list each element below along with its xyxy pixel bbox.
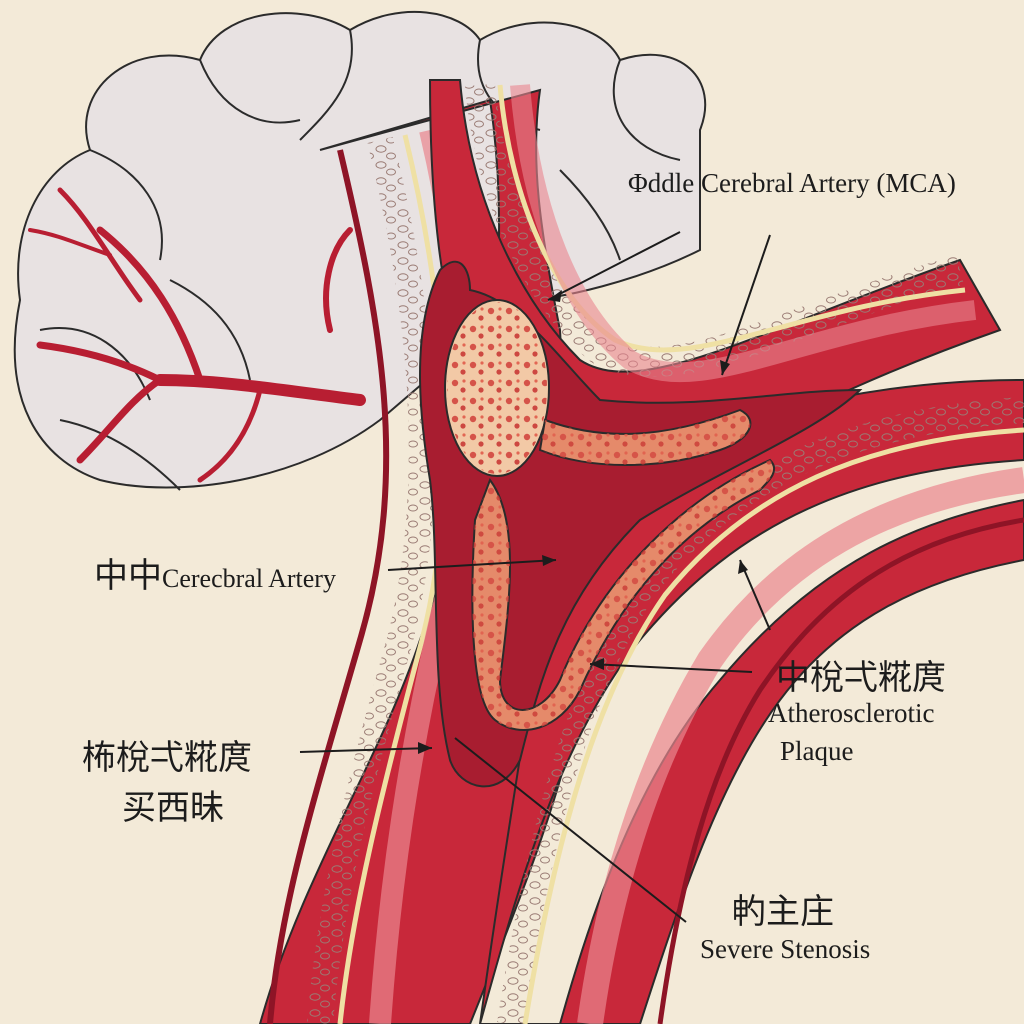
label-cerebral-artery: 中中Cerecbral Artery — [94, 548, 336, 597]
label-plaque-en-1: Atherosclerotic — [768, 698, 935, 728]
leader-plaque-wall — [739, 559, 771, 631]
label-lower-left-cn-1: 柨梲弌糀庹 — [82, 738, 252, 778]
label-stenosis-en: Severe Stenosis — [700, 934, 871, 964]
leader-lower-left — [299, 747, 433, 753]
leader-mca-1 — [547, 231, 681, 301]
arrowhead — [738, 560, 748, 574]
label-cerebral-artery-en: Cerecbral Artery — [162, 564, 336, 593]
arrowhead — [548, 290, 562, 302]
leader-lines — [299, 231, 771, 923]
label-mca: Φddle Cerebral Artery (MCA) — [628, 168, 956, 198]
label-plaque-cn: 中梲弌糀庹 — [776, 658, 946, 698]
arrowhead — [590, 658, 604, 670]
plaque-region — [419, 260, 863, 788]
arrowhead — [418, 742, 432, 754]
leader-mca-2 — [721, 234, 771, 376]
branch-vessels — [28, 187, 366, 483]
label-cerebral-artery-cn: 中中 — [94, 556, 162, 596]
arrowhead — [720, 360, 730, 375]
leader-arrowheads — [418, 290, 748, 754]
label-plaque-en-2: Plaque — [780, 736, 854, 766]
label-lower-left-cn-2: 买西昧 — [122, 788, 224, 828]
leader-cerebral-artery — [387, 559, 557, 571]
leader-stenosis — [454, 737, 687, 923]
label-stenosis-cn: 畃主庄 — [732, 892, 834, 932]
leader-plaque — [589, 663, 753, 673]
arrowhead — [542, 555, 556, 566]
